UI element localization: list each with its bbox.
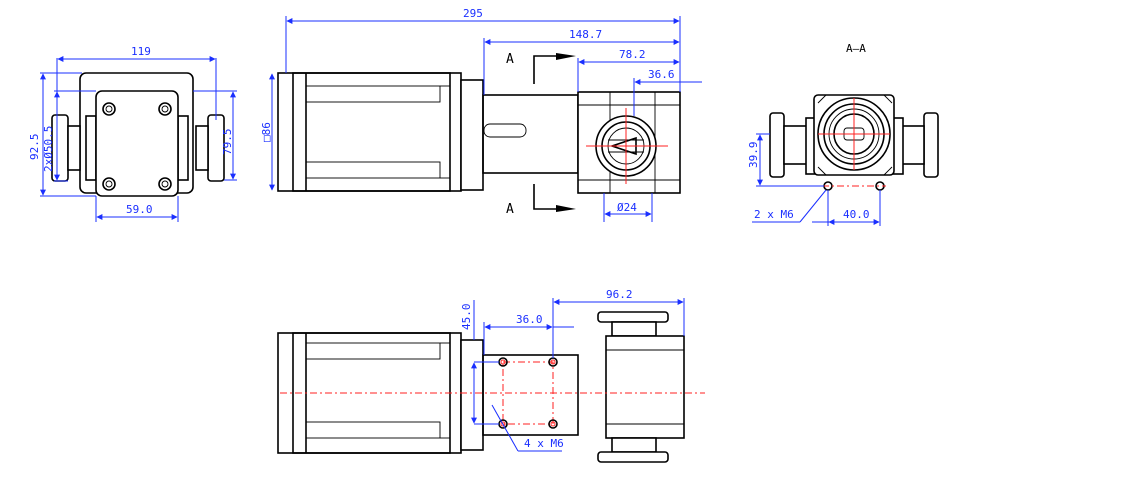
top-dim-hole-spacing: 36.0 xyxy=(516,313,543,326)
dim-square: □86 xyxy=(260,122,273,142)
top-dim-body: 96.2 xyxy=(606,288,633,301)
section-callout-holes: 2 x M6 xyxy=(754,208,794,221)
left-end-view: 119 92.5 2xØ50.5 79.5 59.0 xyxy=(28,45,237,222)
section-mark-bottom: A xyxy=(506,202,514,217)
dim-height: 92.5 xyxy=(28,134,41,161)
front-view: A A 295 148.7 78.2 36.6 □86 Ø24 xyxy=(260,7,702,222)
dim-overall-length: 295 xyxy=(463,7,483,20)
section-mark-top: A xyxy=(506,52,514,67)
dim-body-height: 79.5 xyxy=(221,129,234,156)
dim-flange-diameter: 2xØ50.5 xyxy=(42,126,55,172)
top-view: 45.0 36.0 96.2 4 x M6 xyxy=(277,288,705,463)
dim-to-body: 148.7 xyxy=(569,28,602,41)
dim-port: 36.6 xyxy=(648,68,675,81)
section-title: A—A xyxy=(846,42,866,55)
section-a-a-view: A—A 39.9 40.0 2 x xyxy=(747,42,939,226)
dim-hole-spacing: 59.0 xyxy=(126,203,153,216)
dim-port-diameter: Ø24 xyxy=(617,201,637,214)
dim-body: 78.2 xyxy=(619,48,646,61)
section-dim-height: 39.9 xyxy=(747,142,760,169)
dim-width: 119 xyxy=(131,45,151,58)
top-callout-holes: 4 x M6 xyxy=(524,437,564,450)
top-dim-offset: 45.0 xyxy=(460,304,473,331)
section-dim-hole-spacing: 40.0 xyxy=(843,208,870,221)
